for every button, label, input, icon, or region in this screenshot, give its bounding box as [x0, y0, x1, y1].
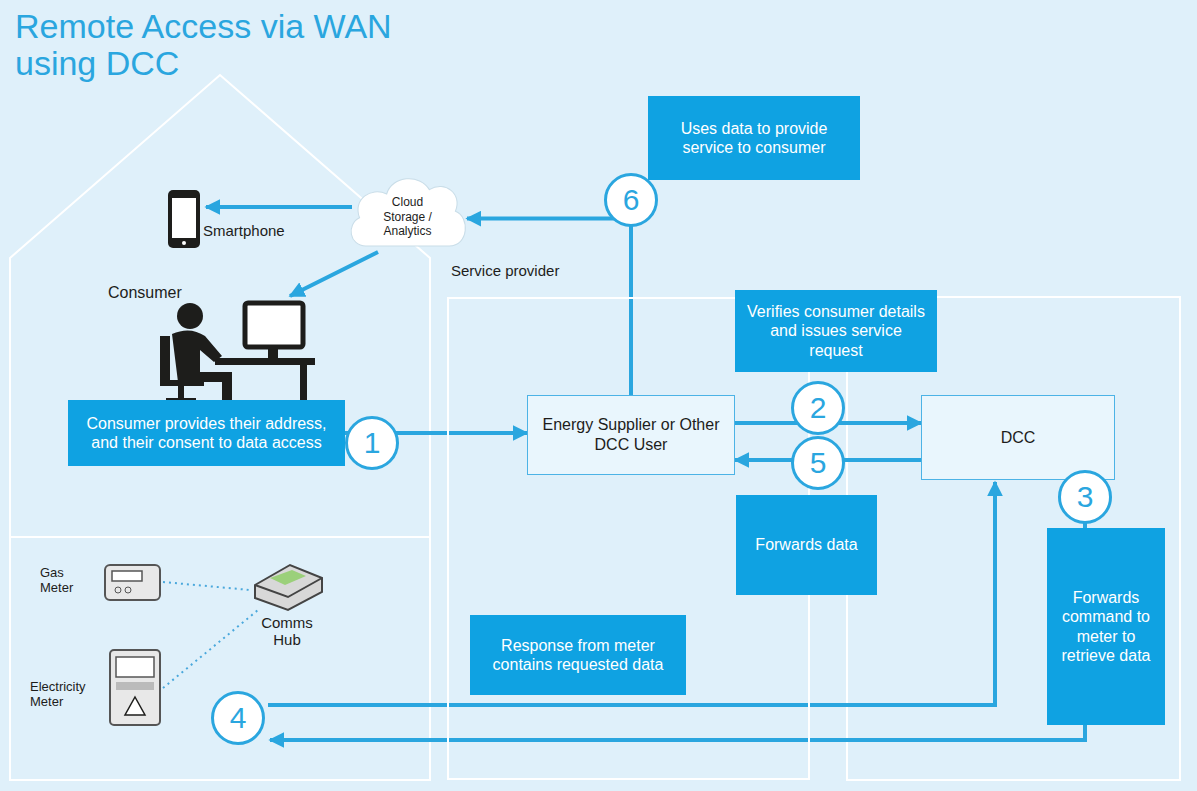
data-arrow	[206, 205, 352, 209]
cloud-outline	[351, 179, 465, 246]
node-text: Energy Supplier or Other DCC User	[538, 415, 724, 455]
callout-box: Verifies consumer details and issues ser…	[735, 290, 937, 372]
person-label: Consumer	[108, 284, 208, 302]
callout-number: 4	[211, 691, 265, 745]
cloud-shape: Cloud Storage / Analytics	[345, 168, 470, 260]
meter-label: Gas Meter	[40, 566, 86, 596]
node-text: Cloud Storage / Analytics	[371, 195, 444, 238]
electricity-meter-icon	[110, 650, 160, 725]
comms-hub-icon	[255, 565, 322, 610]
callout-box: Response from meter contains requested d…	[470, 615, 686, 695]
callout-number: 3	[1058, 470, 1112, 524]
command-arrow	[270, 480, 1085, 740]
flow-arrow	[467, 219, 631, 395]
callout-box: Forwards data	[736, 495, 877, 595]
process-box: DCC	[921, 395, 1115, 480]
callout-number: 2	[791, 381, 845, 435]
wireless-link	[163, 610, 258, 688]
consumer-icon	[160, 303, 315, 402]
house-floor	[10, 536, 430, 538]
response-arrow	[268, 482, 995, 705]
smartphone-icon	[168, 190, 200, 248]
house-outline	[10, 75, 430, 780]
hub-label: Comms Hub	[255, 614, 319, 649]
callout-number: 5	[791, 436, 845, 490]
callout-box: Forwards command to meter to retrieve da…	[1047, 528, 1165, 725]
callout-box: Uses data to provide service to consumer	[648, 96, 860, 180]
wireless-link	[163, 582, 250, 590]
device-label: Smartphone	[203, 222, 313, 239]
gas-meter-icon	[105, 565, 160, 600]
node-text: Uses data to provide service to consumer	[656, 119, 852, 157]
meter-label: Electricity Meter	[30, 680, 106, 710]
node-text: Forwards command to meter to retrieve da…	[1055, 588, 1157, 665]
diagram-title: Remote Access via WAN using DCC	[15, 8, 435, 81]
process-box: Energy Supplier or Other DCC User	[527, 395, 735, 475]
node-text: Verifies consumer details and issues ser…	[743, 302, 929, 360]
callout-number: 1	[345, 416, 399, 470]
node-text: Consumer provides their address, and the…	[76, 414, 337, 452]
node-text: DCC	[1001, 428, 1036, 448]
node-text: Response from meter contains requested d…	[478, 636, 678, 674]
callout-number: 6	[604, 173, 658, 227]
node-text: Forwards data	[755, 535, 857, 554]
region-heading: Service provider	[447, 262, 810, 279]
data-arrow	[290, 252, 378, 296]
callout-box: Consumer provides their address, and the…	[68, 400, 345, 466]
